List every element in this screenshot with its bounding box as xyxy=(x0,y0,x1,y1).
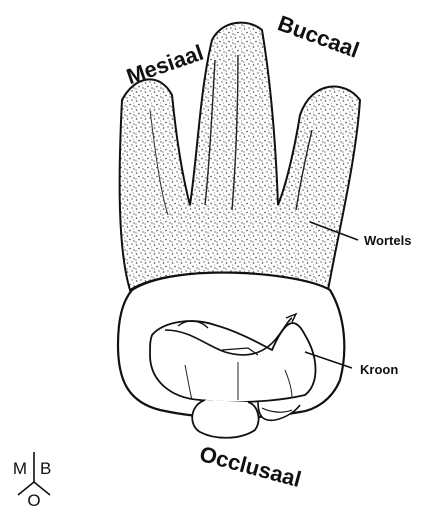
roots-label: Wortels xyxy=(364,233,411,248)
crown-label: Kroon xyxy=(360,362,398,377)
buccal-label: Buccaal xyxy=(275,10,363,62)
occlusal-label: Occlusaal xyxy=(197,441,304,492)
occlusal-surface xyxy=(150,321,316,402)
lower-cusp xyxy=(258,402,300,420)
orientation-o: O xyxy=(27,491,40,510)
mesial-label: Mesiaal xyxy=(123,40,206,90)
orientation-b: B xyxy=(40,459,51,478)
orientation-m: M xyxy=(13,459,27,478)
orientation-key: M B O xyxy=(13,452,52,510)
lower-cusp xyxy=(192,400,258,438)
